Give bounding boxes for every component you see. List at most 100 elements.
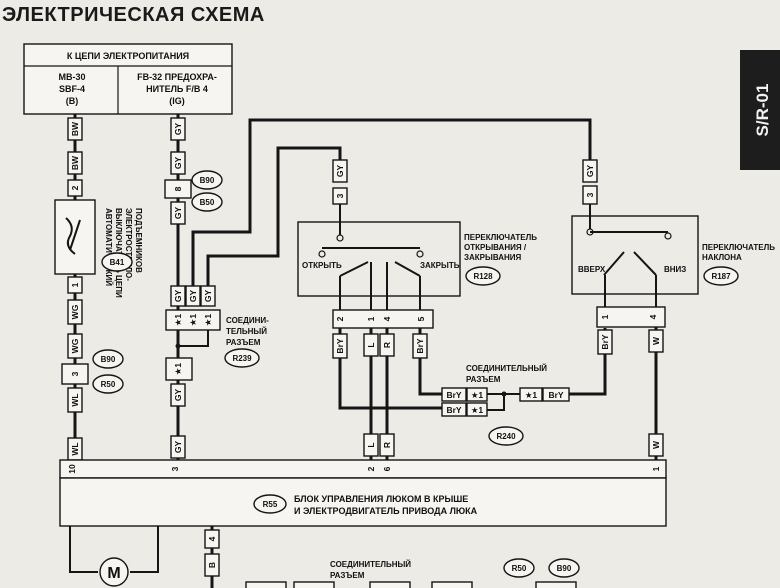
bottom-partial-boxes bbox=[245, 581, 577, 588]
connector-tag-r55: R55 bbox=[263, 500, 278, 509]
svg-text:РАЗЪЕМ: РАЗЪЕМ bbox=[226, 338, 261, 347]
connector-tag-r239: R239 bbox=[224, 348, 260, 368]
bottom-b-wire: 4 B bbox=[204, 526, 220, 588]
svg-text:РАЗЪЕМ: РАЗЪЕМ bbox=[466, 375, 501, 384]
svg-text:R50: R50 bbox=[101, 380, 116, 389]
pin-2-breaker: 2 bbox=[70, 185, 80, 190]
motor-symbol: M bbox=[107, 565, 120, 582]
breaker-label-3: ЭЛЕКТРОСТЕКЛО- bbox=[124, 208, 133, 281]
svg-text:ТЕЛЬНЫЙ: ТЕЛЬНЫЙ bbox=[226, 327, 267, 336]
connector-tag-r128: R128 bbox=[465, 266, 501, 286]
svg-text:СОЕДИНИ-: СОЕДИНИ- bbox=[226, 316, 269, 325]
open-close-switch-label: ПЕРЕКЛЮЧАТЕЛЬ ОТКРЫВАНИЯ / ЗАКРЫВАНИЯ bbox=[464, 233, 537, 262]
connector-tag-r240: R240 bbox=[488, 426, 524, 446]
motor: M bbox=[69, 526, 159, 587]
wire-label-wl-2: WL bbox=[70, 442, 80, 455]
wire-label-bry-tilt: BrY bbox=[600, 334, 610, 349]
wire-label-bw-2: BW bbox=[70, 155, 80, 170]
power-left-line-3: (B) bbox=[66, 96, 79, 106]
power-right-line-2: НИТЕЛЬ F/B 4 bbox=[146, 84, 208, 94]
wire-label-wl-1: WL bbox=[70, 393, 80, 406]
page-title: ЭЛЕКТРИЧЕСКАЯ СХЕМА bbox=[2, 4, 265, 26]
wire-label-gy-4: GY bbox=[173, 389, 183, 402]
power-right-line-3: (IG) bbox=[169, 96, 185, 106]
pin-star-j3: ★1 bbox=[525, 390, 538, 400]
wire-label-gy-j2: GY bbox=[188, 290, 198, 303]
control-unit-label-1: БЛОК УПРАВЛЕНИЯ ЛЮКОМ В КРЫШЕ bbox=[294, 494, 468, 504]
svg-text:R128: R128 bbox=[473, 272, 493, 281]
pin-star-j1: ★1 bbox=[471, 390, 484, 400]
wire-label-gy-j3: GY bbox=[203, 290, 213, 303]
label-up: ВВЕРХ bbox=[578, 265, 606, 274]
pin-3-sw: 3 bbox=[335, 193, 345, 198]
switch-wires: BrY L L R R BrY bbox=[332, 328, 442, 460]
pin-2-cu: 2 bbox=[366, 466, 376, 471]
bottom-joint-label: СОЕДИНИТЕЛЬНЫЙ РАЗЪЕМ bbox=[330, 560, 411, 580]
pin-10-cu: 10 bbox=[67, 464, 77, 474]
breaker-label-4: ПОДЪЕМНИКОВ bbox=[134, 208, 143, 273]
joint-connector-r240-label: СОЕДИНИТЕЛЬНЫЙ РАЗЪЕМ bbox=[466, 364, 547, 384]
wire-label-gy-5: GY bbox=[173, 441, 183, 454]
connector-tag-b90: B90 bbox=[191, 170, 223, 190]
pin-5-sw: 5 bbox=[416, 316, 426, 321]
section-tab-label: S/R-01 bbox=[753, 84, 772, 137]
left-wire-column: BW BW 2 1 WG WG 3 WL WL bbox=[54, 114, 96, 461]
pin-6-cu: 6 bbox=[382, 466, 392, 471]
control-unit: 10 3 2 6 1 R55 БЛОК УПРАВЛЕНИЯ ЛЮКОМ В К… bbox=[59, 459, 667, 527]
wire-label-bry-2: BrY bbox=[335, 338, 345, 353]
pin-star-2: ★1 bbox=[188, 314, 198, 327]
pin-star-j2: ★1 bbox=[471, 405, 484, 415]
pin-3-tilt: 3 bbox=[585, 192, 595, 197]
pin-3-cu: 3 bbox=[170, 466, 180, 471]
wire-label-l-1: L bbox=[366, 342, 376, 347]
svg-text:R50: R50 bbox=[512, 564, 527, 573]
label-close: ЗАКРЫТЬ bbox=[420, 261, 460, 270]
svg-text:R239: R239 bbox=[232, 354, 252, 363]
joint-connector-r240: BrY BrY ★1 ★1 ★1 BrY bbox=[441, 328, 607, 417]
wire-label-gy-3: GY bbox=[173, 207, 183, 220]
svg-text:ПЕРЕКЛЮЧАТЕЛЬ: ПЕРЕКЛЮЧАТЕЛЬ bbox=[464, 233, 537, 242]
svg-text:СОЕДИНИТЕЛЬНЫЙ: СОЕДИНИТЕЛЬНЫЙ bbox=[466, 364, 547, 373]
wire-label-r-2: R bbox=[382, 442, 392, 448]
connector-tag-b90-bottom: B90 bbox=[548, 558, 580, 578]
connector-tag-r187: R187 bbox=[703, 266, 739, 286]
power-left-line-1: MB-30 bbox=[58, 72, 85, 82]
pin-4-bottom: 4 bbox=[207, 536, 217, 541]
svg-text:B90: B90 bbox=[557, 564, 572, 573]
pin-4-sw: 4 bbox=[382, 316, 392, 321]
wire-label-gy-tilt: GY bbox=[585, 165, 595, 178]
svg-text:R240: R240 bbox=[496, 432, 516, 441]
svg-text:СОЕДИНИТЕЛЬНЫЙ: СОЕДИНИТЕЛЬНЫЙ bbox=[330, 560, 411, 569]
connector-tag-b50: B50 bbox=[191, 192, 223, 212]
pin-star-4: ★1 bbox=[173, 363, 183, 376]
pin-1-breaker: 1 bbox=[70, 282, 80, 287]
wire-label-gy-2: GY bbox=[173, 157, 183, 170]
tilt-switch-label: ПЕРЕКЛЮЧАТЕЛЬ НАКЛОНА bbox=[702, 243, 775, 262]
wire-label-b: B bbox=[207, 562, 217, 568]
pin-4-tilt: 4 bbox=[648, 314, 658, 319]
pin-1-tilt: 1 bbox=[600, 314, 610, 319]
wire-label-bry-j1: BrY bbox=[446, 390, 461, 400]
wire-label-l-2: L bbox=[366, 442, 376, 447]
section-tab: S/R-01 bbox=[740, 50, 780, 170]
joint-connector-r239: GY GY GY ★1 ★1 ★1 ★1 bbox=[165, 118, 592, 381]
wire-label-w-2: W bbox=[651, 440, 661, 449]
wire-label-gy-j1: GY bbox=[173, 290, 183, 303]
tilt-switch: GY 3 ВВЕРХ ВНИЗ 1 4 BrY W W bbox=[571, 159, 699, 460]
wire-label-wg-1: WG bbox=[70, 304, 80, 319]
connector-tag-b41: B41 bbox=[101, 252, 133, 272]
joint-connector-label: СОЕДИНИ- ТЕЛЬНЫЙ РАЗЪЕМ bbox=[226, 316, 269, 347]
connector-tag-b90-left: B90 bbox=[92, 349, 124, 369]
wire-label-gy-top: GY bbox=[173, 123, 183, 136]
svg-text:ПЕРЕКЛЮЧАТЕЛЬ: ПЕРЕКЛЮЧАТЕЛЬ bbox=[702, 243, 775, 252]
power-supply-box: К ЦЕПИ ЭЛЕКТРОПИТАНИЯ MB-30 SBF-4 (B) FB… bbox=[23, 43, 233, 115]
pin-2-sw: 2 bbox=[335, 316, 345, 321]
svg-text:R187: R187 bbox=[711, 272, 731, 281]
svg-text:B90: B90 bbox=[200, 176, 215, 185]
label-down: ВНИЗ bbox=[664, 265, 686, 274]
pin-1-sw: 1 bbox=[366, 316, 376, 321]
svg-text:B41: B41 bbox=[110, 258, 125, 267]
wire-label-wg-2: WG bbox=[70, 338, 80, 353]
breaker-label-1: АВТОМАТИЧЕСКИЙ bbox=[104, 208, 113, 286]
